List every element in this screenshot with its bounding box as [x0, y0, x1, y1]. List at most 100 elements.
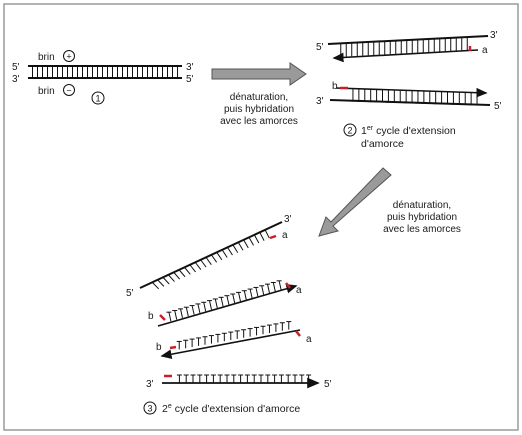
p3-s2-primer-a: [285, 282, 291, 289]
arrow1-line3: avec les amorces: [220, 116, 298, 127]
frame: [3, 3, 519, 431]
p3-s2-strand: [157, 284, 298, 327]
arrow1-line1: dénaturation,: [230, 92, 288, 103]
base-pair-rung: [152, 282, 159, 290]
base-pair-rung: [248, 237, 254, 246]
base-pair-rung: [264, 230, 270, 239]
base-pair-rung: [209, 300, 212, 310]
denaturation-arrow-1: [211, 62, 307, 86]
base-pair-rung: [227, 247, 233, 256]
minus-circle: [63, 84, 75, 96]
base-pair-rung: [261, 285, 265, 295]
base-pair-rung: [185, 307, 189, 317]
end-3-bottom: 3': [12, 74, 20, 85]
arrow-1: dénaturation, puis hybridation avec les …: [211, 62, 307, 127]
p3-s1-template: [139, 221, 283, 289]
plus-sign: +: [66, 52, 71, 62]
p2-caption-line2: d'amorce: [361, 138, 404, 150]
base-pair-rung: [220, 297, 224, 307]
base-pair-rung: [205, 257, 212, 265]
end-5-bottom: 5': [186, 74, 194, 85]
p3-s4-5: 5': [324, 379, 332, 390]
base-pair-rung: [238, 242, 244, 251]
end-3-top: 3': [186, 62, 194, 73]
plus-circle: [63, 50, 75, 62]
base-pair-rung: [173, 272, 181, 280]
base-pair-rung: [184, 267, 191, 275]
base-pair-rung: [168, 274, 175, 282]
p2-top-extension: [332, 49, 479, 63]
step-3-number: 3: [147, 404, 152, 414]
p3-s3-strand: [160, 329, 301, 359]
p2-top-5: 5': [316, 42, 324, 53]
base-pair-rung: [203, 302, 207, 312]
p3-s1-base-pairs: [152, 230, 270, 290]
arrow-2: dénaturation, puis hybridation avec les …: [318, 167, 461, 237]
base-pair-rung: [200, 259, 207, 268]
step-2-circle: [343, 123, 357, 137]
arrow2-line3: avec les amorces: [383, 224, 461, 235]
base-pair-rung: [226, 295, 230, 305]
step-1-number: 1: [95, 94, 100, 104]
base-pair-rung: [278, 280, 282, 290]
base-pair-rung: [232, 244, 239, 253]
p2-bottom-base-pairs: [350, 88, 480, 106]
p2-bottom-b: b: [332, 81, 338, 92]
p3-s4-base-pairs: [176, 374, 312, 383]
minus-sign: −: [66, 86, 71, 96]
base-pair-rung: [255, 287, 259, 297]
step-3-circle: [143, 401, 157, 415]
base-pair-rung: [259, 232, 265, 241]
p2-bottom-3: 3': [316, 96, 324, 107]
p3-s3-b: b: [156, 342, 162, 353]
p3-s2-b: b: [148, 311, 154, 322]
p2-bottom-extension: [335, 87, 488, 98]
p3-s2-base-pairs: [166, 280, 282, 322]
p3-s1-5: 5': [126, 288, 134, 299]
p3-s3-a: a: [306, 334, 312, 345]
arrow2-line2: puis hybridation: [387, 212, 457, 223]
base-pair-rung: [179, 269, 186, 278]
base-pair-rung: [163, 277, 170, 285]
base-pair-rung: [232, 293, 236, 304]
base-pair-rung: [157, 279, 165, 287]
p2-top-a: a: [482, 45, 488, 56]
base-pair-rung: [216, 252, 223, 261]
p3-s4-3: 3': [146, 379, 154, 390]
base-pair-rung: [168, 312, 172, 322]
p2-bottom-5: 5': [494, 101, 502, 112]
strand-plus-label: brin: [38, 52, 55, 63]
base-pair-rung: [272, 282, 276, 292]
p3-s3-primer-a: [295, 330, 301, 337]
base-pair-rung: [238, 292, 241, 302]
base-pair-rung: [189, 264, 196, 273]
base-pair-rung: [174, 310, 178, 320]
base-pair-rung: [191, 305, 195, 315]
p3-s3-primer-b: [169, 345, 177, 350]
base-pair-rung: [254, 235, 260, 244]
denaturation-arrow-2: [318, 167, 392, 237]
p3-s2-primer-b: [159, 314, 166, 321]
base-pair-rung: [214, 298, 218, 309]
strand-minus-label: brin: [38, 86, 55, 97]
base-pair-rung: [243, 239, 249, 249]
p3-s2-a: a: [296, 285, 302, 296]
p3-s1-3: 3': [284, 214, 292, 225]
base-pair-rung: [243, 290, 247, 300]
step-2-number: 2: [347, 126, 352, 136]
base-pairs: [32, 66, 178, 78]
arrow2-line1: dénaturation,: [393, 200, 451, 211]
p2-top-base-pairs: [340, 37, 468, 57]
base-pair-rung: [267, 284, 270, 294]
base-pair-rung: [195, 262, 202, 270]
p2-top-template: [327, 35, 489, 45]
p3-s3-base-pairs: [176, 321, 292, 350]
base-pair-rung: [180, 308, 183, 318]
end-5-top: 5': [12, 62, 20, 73]
